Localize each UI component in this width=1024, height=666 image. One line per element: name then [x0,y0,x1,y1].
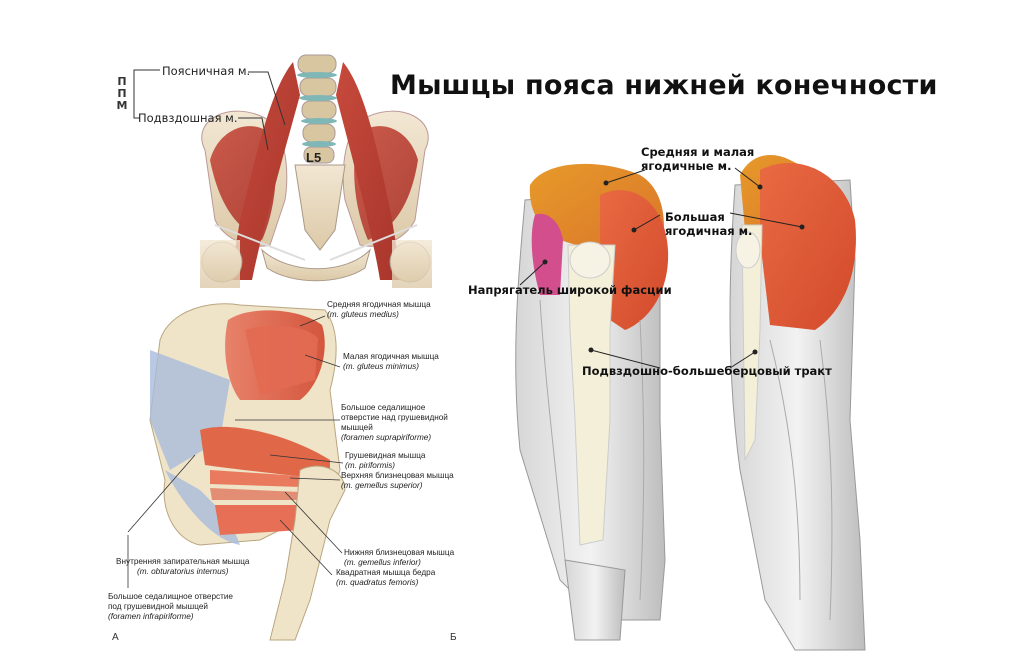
label-quadratus-femoris: Квадратная мышца бедра (m. quadratus fem… [336,568,435,588]
ppm-abbrev: П П М [116,76,128,112]
label-foramen-supra-line2: отверстие над грушевидной [341,413,448,422]
label-gluteus-medius-lat: (m. gluteus medius) [327,310,399,319]
ppm-letter-2: П [117,87,127,100]
label-gluteus-max-line1: Большая [665,210,725,224]
ppm-letter-1: П [117,75,127,88]
label-quadratus-femoris-ru: Квадратная мышца бедра [336,568,436,577]
label-obturator-internus: Внутренняя запирательная мышца (m. obtur… [116,557,249,577]
label-gluteus-medius: Средняя ягодичная мышца (m. gluteus medi… [327,300,431,320]
label-gluteus-minimus-ru: Малая ягодичная мышца [343,352,439,361]
label-foramen-infra-line1: Большое седалищное отверстие [108,592,233,601]
label-foramen-infra-lat: (foramen infrapiriforme) [108,612,194,621]
label-psoas: Поясничная м. [162,64,251,78]
label-piriformis-lat: (m. piriformis) [345,461,396,470]
label-foramen-supra-line1: Большое седалищное [341,403,426,412]
label-gemellus-inferior-lat: (m. gemellus inferior) [344,558,421,567]
label-piriformis-ru: Грушевидная мышца [345,451,426,460]
page-title: Мышцы пояса нижней конечности [390,70,938,101]
panel-b-letter: Б [450,632,457,643]
label-foramen-supra-lat: (foramen suprapiriforme) [341,433,432,442]
label-it-tract: Подвздошно-большеберцовый тракт [582,364,832,378]
label-foramen-infra-line2: под грушевидной мышцей [108,602,208,611]
label-gluteus-max: Большая ягодичная м. [665,210,752,238]
label-gluteus-max-line2: ягодичная м. [665,224,753,238]
label-quadratus-femoris-lat: (m. quadratus femoris) [336,578,419,587]
panel-a-letter: А [112,632,119,643]
label-gemellus-inferior: Нижняя близнецовая мышца (m. gemellus in… [344,548,454,568]
ppm-letter-3: М [116,99,128,112]
label-gemellus-superior: Верхняя близнецовая мышца (m. gemellus s… [341,471,454,491]
label-foramen-supra-line3: мышцей [341,423,373,432]
label-iliacus: Подвздошная м. [138,111,238,125]
label-obturator-internus-lat: (m. obturatorius internus) [136,567,229,576]
label-l5: L5 [306,150,322,165]
label-tfl: Напрягатель широкой фасции [468,283,672,297]
label-gemellus-inferior-ru: Нижняя близнецовая мышца [344,548,455,557]
label-gemellus-superior-ru: Верхняя близнецовая мышца [341,471,454,480]
label-gluteus-minimus: Малая ягодичная мышца (m. gluteus minimu… [343,352,439,372]
label-gluteus-medius-ru: Средняя ягодичная мышца [327,300,431,309]
label-gluteus-med-min-line2: ягодичные м. [641,159,732,173]
label-gluteus-med-min-line1: Средняя и малая [641,145,755,159]
label-foramen-infrapiriforme: Большое седалищное отверстие под грушеви… [108,592,233,622]
label-gemellus-superior-lat: (m. gemellus superior) [341,481,423,490]
label-gluteus-minimus-lat: (m. gluteus minimus) [343,362,419,371]
label-foramen-suprapiriforme: Большое седалищное отверстие над грушеви… [341,403,448,443]
label-obturator-internus-ru: Внутренняя запирательная мышца [116,557,250,566]
label-piriformis: Грушевидная мышца (m. piriformis) [345,451,425,471]
label-gluteus-med-min: Средняя и малая ягодичные м. [641,145,754,173]
